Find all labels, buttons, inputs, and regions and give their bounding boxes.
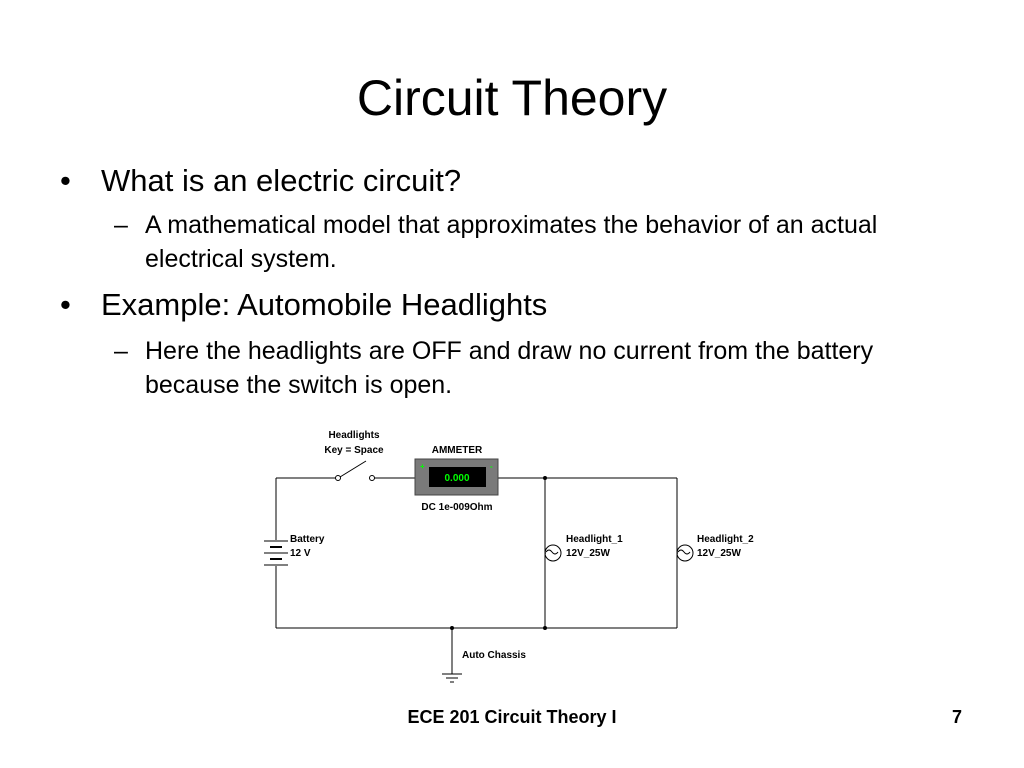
ammeter-reading: 0.000 xyxy=(444,473,469,484)
ammeter-minus: - xyxy=(490,462,493,471)
subbullet-text: A mathematical model that approximates t… xyxy=(145,211,878,273)
bullet-marker: • xyxy=(60,287,71,322)
footer-course: ECE 201 Circuit Theory I xyxy=(407,707,617,727)
headlight-1-label: Headlight_1 xyxy=(566,534,623,545)
ammeter-plus: + xyxy=(420,462,425,471)
switch-blade xyxy=(339,460,367,478)
battery-label: Battery xyxy=(290,534,325,545)
slide-title: Circuit Theory xyxy=(356,70,668,126)
switch-contact-right xyxy=(369,475,375,481)
battery-symbol xyxy=(264,540,288,566)
bullet-text: What is an electric circuit? xyxy=(101,163,462,198)
dash-marker: – xyxy=(114,211,128,239)
headlight-2-rating: 12V_25W xyxy=(697,548,741,559)
ground-label: Auto Chassis xyxy=(462,650,526,661)
footer-page-number: 7 xyxy=(951,707,962,727)
subbullet-text: Here the headlights are OFF and draw no … xyxy=(145,337,874,399)
ammeter-label: AMMETER xyxy=(432,445,483,456)
bullet-text: Example: Automobile Headlights xyxy=(101,287,548,322)
junction-ground xyxy=(450,626,454,630)
switch-contact-left xyxy=(335,475,341,481)
junction-bottom xyxy=(543,626,547,630)
junction-top xyxy=(543,476,547,480)
switch-key-label: Key = Space xyxy=(324,445,384,456)
switch-label: Headlights xyxy=(328,430,380,441)
headlight-1-lamp xyxy=(544,544,562,562)
bullet-marker: • xyxy=(60,163,71,198)
ammeter xyxy=(414,458,499,496)
headlight-1-rating: 12V_25W xyxy=(566,548,610,559)
ammeter-spec: DC 1e-009Ohm xyxy=(421,502,492,513)
battery-value: 12 V xyxy=(290,548,311,559)
ground-symbol xyxy=(442,673,462,683)
dash-marker: – xyxy=(114,337,128,365)
headlight-2-lamp xyxy=(676,544,694,562)
headlight-2-label: Headlight_2 xyxy=(697,534,754,545)
